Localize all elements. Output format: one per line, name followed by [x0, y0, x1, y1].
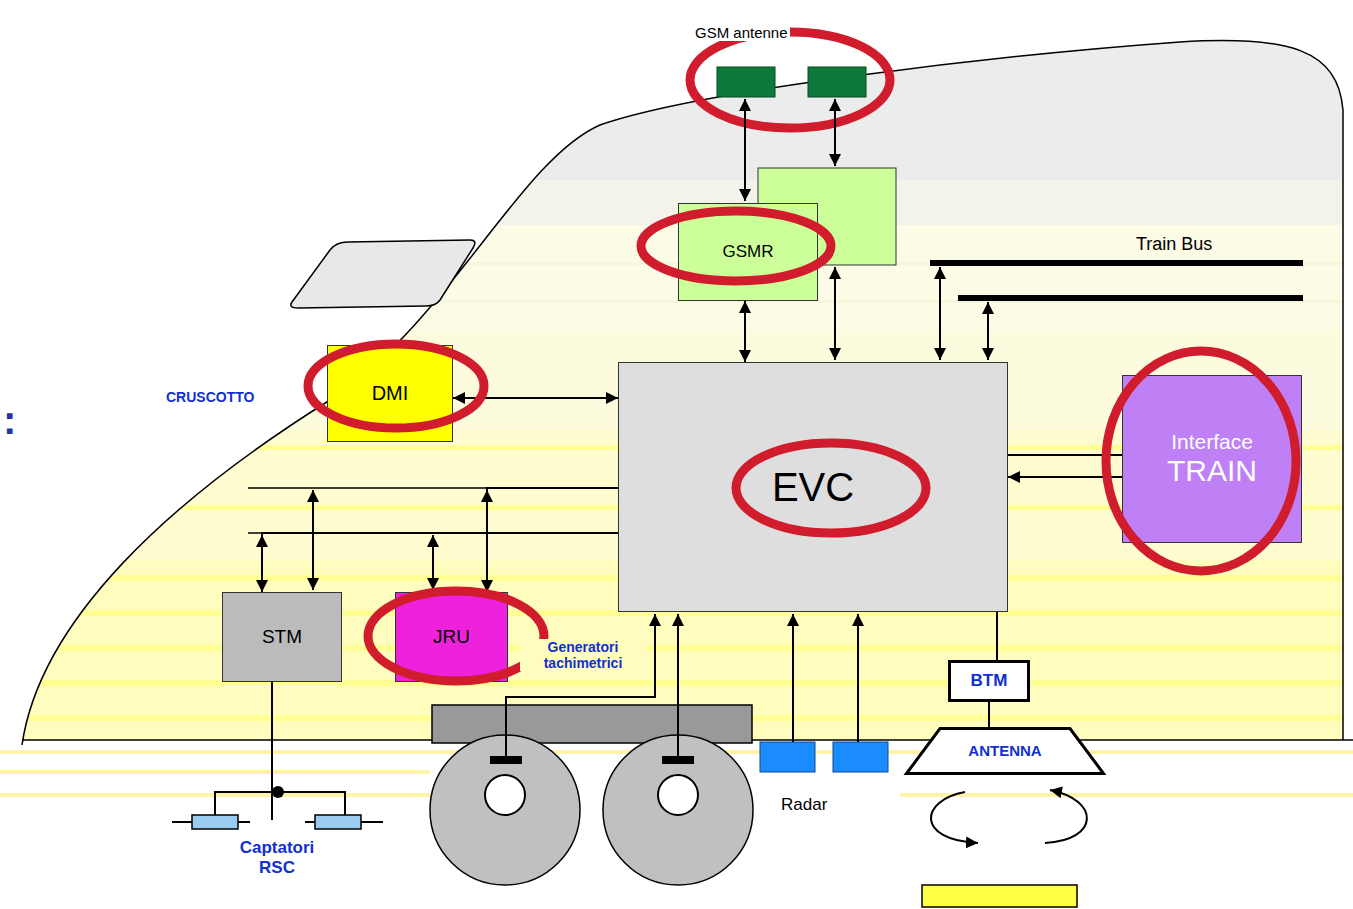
connector	[996, 612, 998, 660]
node-text: STM	[262, 626, 302, 648]
node-text: BTM	[971, 671, 1008, 691]
node-text: EVC	[772, 464, 854, 510]
annotation-label: :	[3, 397, 16, 443]
component-box: EVC	[618, 362, 1008, 612]
connector	[744, 301, 746, 362]
connector	[1008, 476, 1122, 478]
connector	[1008, 454, 1122, 456]
node-text: Interface	[1171, 430, 1253, 454]
annotation-label: GSM antenne	[693, 24, 790, 41]
node-text: ANTENNA	[968, 742, 1041, 759]
node-text: JRU	[433, 626, 470, 648]
annotation-label: Train Bus	[1136, 234, 1212, 255]
node-text: GSMR	[723, 242, 774, 262]
connector	[453, 397, 618, 399]
component-box: JRU	[395, 592, 508, 682]
annotation-label: Captatori RSC	[222, 838, 332, 877]
component-box: STM	[222, 592, 342, 682]
component-box: GSMR	[678, 203, 818, 301]
antenna-trapezoid: ANTENNA	[905, 727, 1105, 775]
component-box: BTM	[948, 660, 1030, 702]
node-text: DMI	[372, 382, 409, 405]
annotation-label: CRUSCOTTO	[166, 389, 254, 405]
connector	[988, 702, 990, 727]
annotation-label: Radar	[781, 795, 827, 815]
connector	[262, 533, 618, 592]
component-box: DMI	[327, 345, 453, 442]
node-text: TRAIN	[1167, 454, 1257, 489]
connector	[487, 488, 618, 592]
component-box: InterfaceTRAIN	[1122, 375, 1302, 543]
annotation-label: Generatori tachimetrici	[520, 639, 646, 671]
